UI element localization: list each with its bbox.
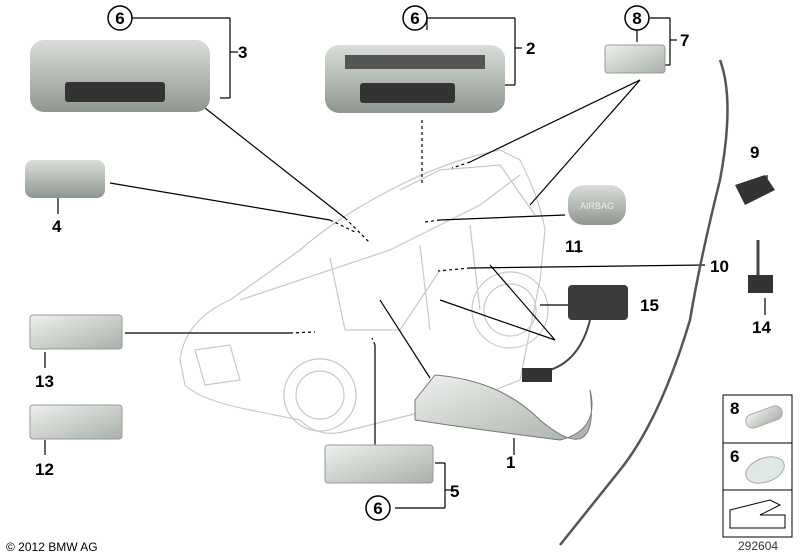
part-2-roof-light[interactable] [325, 45, 505, 113]
callout-13: 13 [35, 372, 54, 391]
legend-bulb-8: 8 [730, 399, 739, 418]
part-14-sensor[interactable] [748, 240, 773, 293]
leader-lines [44, 17, 768, 509]
callout-1: 1 [506, 453, 515, 472]
part-13-lamp[interactable] [29, 314, 123, 350]
part-5-lamp[interactable] [324, 444, 434, 484]
part-9-sensor[interactable] [735, 175, 775, 205]
bulb-6-icon [745, 456, 785, 484]
circled-callout-6-mid: 6 [402, 5, 428, 31]
callout-15: 15 [640, 296, 659, 315]
part-4-light[interactable] [25, 160, 105, 198]
callout-9: 9 [750, 143, 759, 162]
part-15-module[interactable] [522, 285, 628, 382]
svg-text:8: 8 [632, 9, 641, 28]
copyright: © 2012 BMW AG [6, 540, 98, 554]
diagram-id: 292604 [738, 539, 779, 553]
legend-bulb-6: 6 [730, 447, 739, 466]
callout-10: 10 [710, 257, 729, 276]
callout-2: 2 [526, 39, 535, 58]
svg-text:6: 6 [410, 9, 419, 28]
car-outline [179, 149, 549, 434]
part-11-airbag-cover[interactable]: AIRBAG [568, 185, 626, 225]
part-10-wiring-harness[interactable] [559, 59, 729, 546]
circled-callout-8: 8 [624, 5, 650, 31]
callout-14: 14 [752, 318, 771, 337]
orientation-arrow-icon [729, 499, 786, 529]
callout-5: 5 [450, 482, 459, 501]
airbag-label: AIRBAG [580, 201, 614, 211]
part-12-lamp[interactable] [29, 404, 123, 440]
svg-text:6: 6 [373, 499, 382, 518]
part-3-roof-light[interactable] [30, 40, 210, 112]
bulb-8-icon [745, 405, 783, 429]
callout-3: 3 [238, 43, 247, 62]
callout-12: 12 [35, 460, 54, 479]
part-1-mirror-indicator[interactable] [414, 374, 593, 441]
svg-text:6: 6 [115, 9, 124, 28]
callout-7: 7 [680, 31, 689, 50]
callout-4: 4 [52, 217, 62, 236]
circled-callout-6-bottom: 6 [365, 495, 391, 521]
callout-11: 11 [565, 237, 583, 256]
circled-callout-6-left: 6 [107, 5, 133, 31]
part-7-light[interactable] [604, 44, 666, 74]
